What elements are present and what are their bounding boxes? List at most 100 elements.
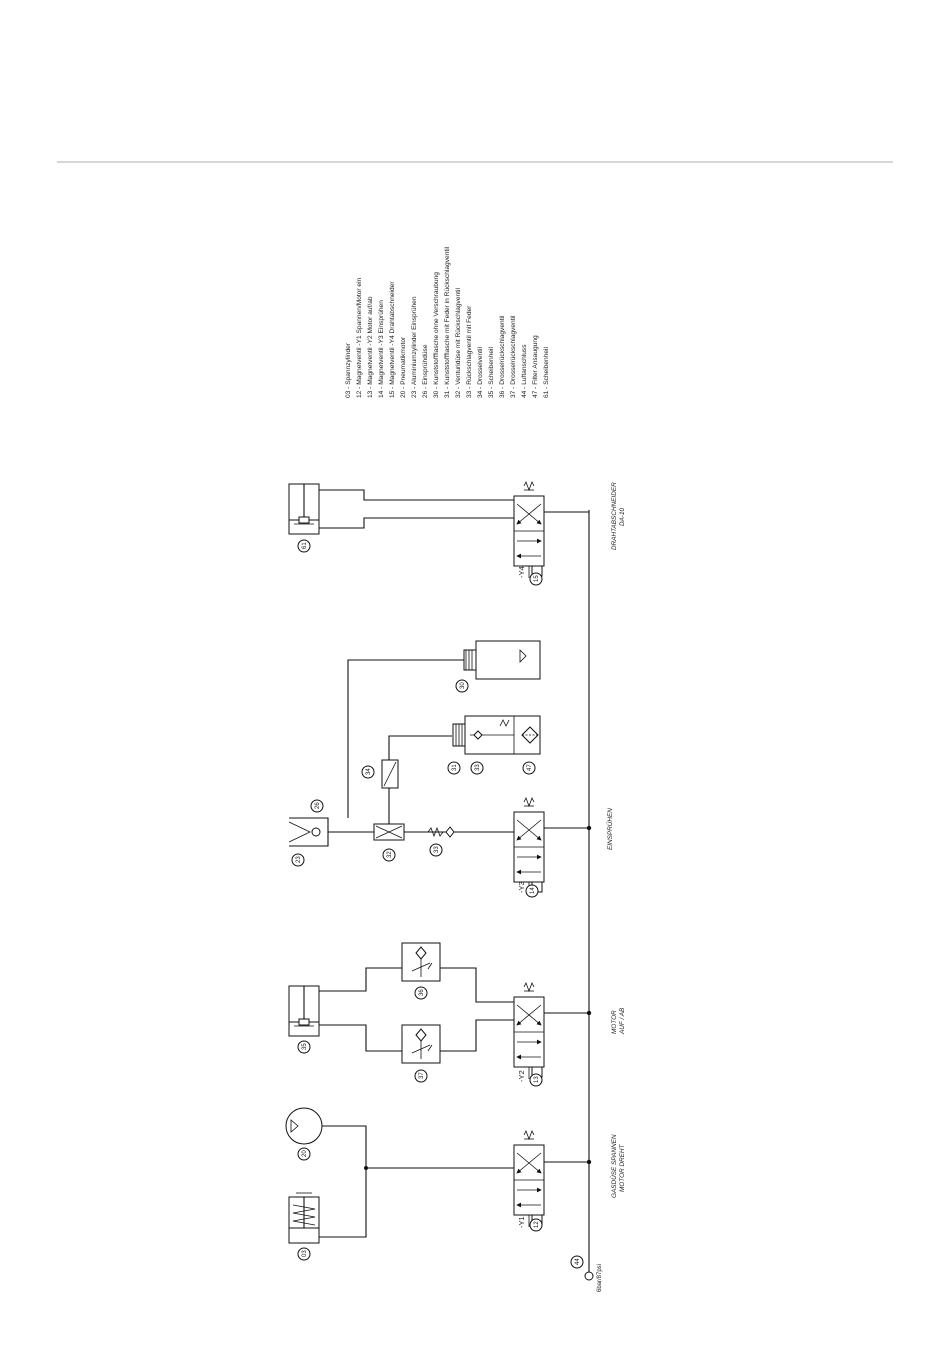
part-circle-44 [570, 1255, 584, 1269]
legend-item: 34 - Drosselventil [477, 347, 484, 398]
part-label-33b: 33 [470, 761, 484, 775]
throttle-check-valve-36 [401, 942, 441, 982]
valve-y4 [514, 482, 544, 578]
part-number-44: 44 [575, 1258, 581, 1265]
legend-item: 26 - Einsprühdüse [422, 344, 429, 398]
check-valve-33 [427, 826, 455, 838]
legend: 03 - Spannzylinder 12 - Magnetventil -Y1… [345, 246, 550, 398]
part-label-23: 23 [291, 853, 305, 867]
svg-text:36: 36 [419, 989, 425, 996]
legend-item: 61 - Scheibenheil [543, 347, 550, 398]
valve-id-y2: -Y2 [517, 1070, 526, 1082]
svg-text:26: 26 [315, 802, 321, 809]
line-35-37 [319, 1024, 402, 1052]
svg-text:33: 33 [475, 764, 481, 771]
cylinder-61 [288, 483, 320, 535]
legend-item: 30 - Kunststoffflasche ohne Verschraubun… [433, 272, 440, 398]
clamp-cylinder-03 [288, 1192, 320, 1244]
legend-item: 23 - Aluminiumzylinder Einsprühen [411, 296, 418, 398]
part-label-15: 15 [529, 572, 543, 586]
legend-item: 37 - Drosselrückschlagventil [510, 315, 517, 398]
svg-text:03: 03 [302, 1250, 308, 1257]
line-y1-03 [319, 1167, 514, 1238]
line-26-30 [347, 659, 464, 818]
part-label-26: 26 [310, 799, 324, 813]
legend-item: 03 - Spannzylinder [345, 342, 352, 398]
svg-text:14: 14 [530, 887, 536, 894]
part-label-13: 13 [529, 1073, 543, 1087]
svg-text:MOTOR: MOTOR [611, 1010, 618, 1034]
svg-text:13: 13 [534, 1076, 540, 1083]
valve-id-y1: -Y1 [517, 1216, 526, 1228]
line-61b [319, 517, 514, 529]
section-title-spray: EINSPRÜHEN [606, 808, 614, 850]
svg-text:12: 12 [534, 1221, 540, 1228]
valve-y2 [514, 983, 544, 1079]
svg-text:15: 15 [534, 575, 540, 582]
svg-text:DA-10: DA-10 [619, 507, 626, 526]
valve-y1 [514, 1131, 544, 1227]
legend-item: 31 - Kunststoffflasche mit Feder in Rück… [444, 246, 451, 398]
legend-item: 15 - Magnetventil -Y4 Drahtabschneider [389, 281, 396, 398]
line-35-36 [319, 967, 402, 992]
part-label-12: 12 [529, 1218, 543, 1232]
air-connection-symbol [584, 1271, 594, 1281]
part-label-20: 20 [297, 1147, 311, 1161]
throttle-check-valve-37 [401, 1024, 441, 1064]
line-36-y2 [440, 967, 514, 1003]
legend-item: 44 - Luftanschluss [521, 344, 528, 398]
line-37-y2 [440, 1019, 514, 1052]
spray-nozzle-26 [288, 817, 329, 847]
throttle-valve-34 [381, 759, 399, 789]
part-label-31: 31 [447, 761, 461, 775]
legend-item: 20 - Pneumatikmotor [400, 336, 407, 398]
part-label-03: 03 [297, 1247, 311, 1261]
svg-text:35: 35 [302, 1043, 308, 1050]
svg-text:32: 32 [387, 851, 393, 858]
supply-pressure: 6bar/87psi [597, 1264, 603, 1292]
svg-text:20: 20 [302, 1150, 308, 1157]
svg-text:37: 37 [419, 1072, 425, 1079]
part-label-61: 61 [297, 539, 311, 553]
cylinder-35 [288, 985, 320, 1037]
part-label-37: 37 [414, 1069, 428, 1083]
svg-text:31: 31 [452, 764, 458, 771]
svg-text:AUF / AB: AUF / AB [619, 1007, 626, 1035]
line-32-31 [388, 735, 452, 824]
legend-item: 35 - Scheibenheil [488, 347, 495, 398]
pneumatic-motor-20 [285, 1107, 323, 1145]
svg-text:DRAHTABSCHNEIDER: DRAHTABSCHNEIDER [611, 482, 618, 550]
legend-item: 12 - Magnetventil -Y1 Spannen/Motor ein [356, 277, 363, 398]
plastic-bottle-30 [463, 640, 541, 680]
valve-id-y4: -Y4 [517, 566, 526, 578]
section-title-wire-cutter: DRAHTABSCHNEIDER DA-10 [611, 482, 626, 550]
valve-y3 [514, 798, 544, 894]
svg-text:GASDÜSE SPANNEN: GASDÜSE SPANNEN [610, 1134, 618, 1198]
line-61a [319, 489, 514, 501]
svg-text:33: 33 [434, 846, 440, 853]
legend-item: 47 - Filter Ansaugung [532, 335, 539, 398]
legend-item: 14 - Magnetventil -Y3 Einsprühen [378, 300, 385, 398]
svg-text:EINSPRÜHEN: EINSPRÜHEN [606, 808, 614, 850]
legend-item: 33 - Rückschlagventil mit Feder [466, 305, 473, 398]
valve-id-y3: -Y3 [517, 881, 526, 893]
legend-item: 32 - Venturidüse mit Rückschlagventil [455, 288, 462, 398]
venturi-nozzle-32 [373, 823, 405, 841]
line-y1-20 [322, 1125, 367, 1168]
svg-text:MOTOR DREHT: MOTOR DREHT [619, 1143, 626, 1192]
part-label-14: 14 [525, 884, 539, 898]
svg-text:34: 34 [366, 768, 372, 775]
legend-item: 13 - Magnetventil -Y2 Motor auf/ab [367, 296, 374, 398]
part-label-33: 33 [429, 843, 443, 857]
part-label-34: 34 [361, 765, 375, 779]
legend-item: 36 - Drosselrückschlagventil [499, 315, 506, 398]
part-label-32: 32 [382, 848, 396, 862]
svg-text:47: 47 [527, 764, 533, 771]
svg-text:6bar/87psi: 6bar/87psi [597, 1264, 603, 1292]
part-label-36: 36 [414, 986, 428, 1000]
plastic-bottle-31 [452, 715, 541, 755]
part-label-47: 47 [522, 761, 536, 775]
part-label-35: 35 [297, 1040, 311, 1054]
section-title-clamp: GASDÜSE SPANNEN MOTOR DREHT [610, 1134, 626, 1198]
